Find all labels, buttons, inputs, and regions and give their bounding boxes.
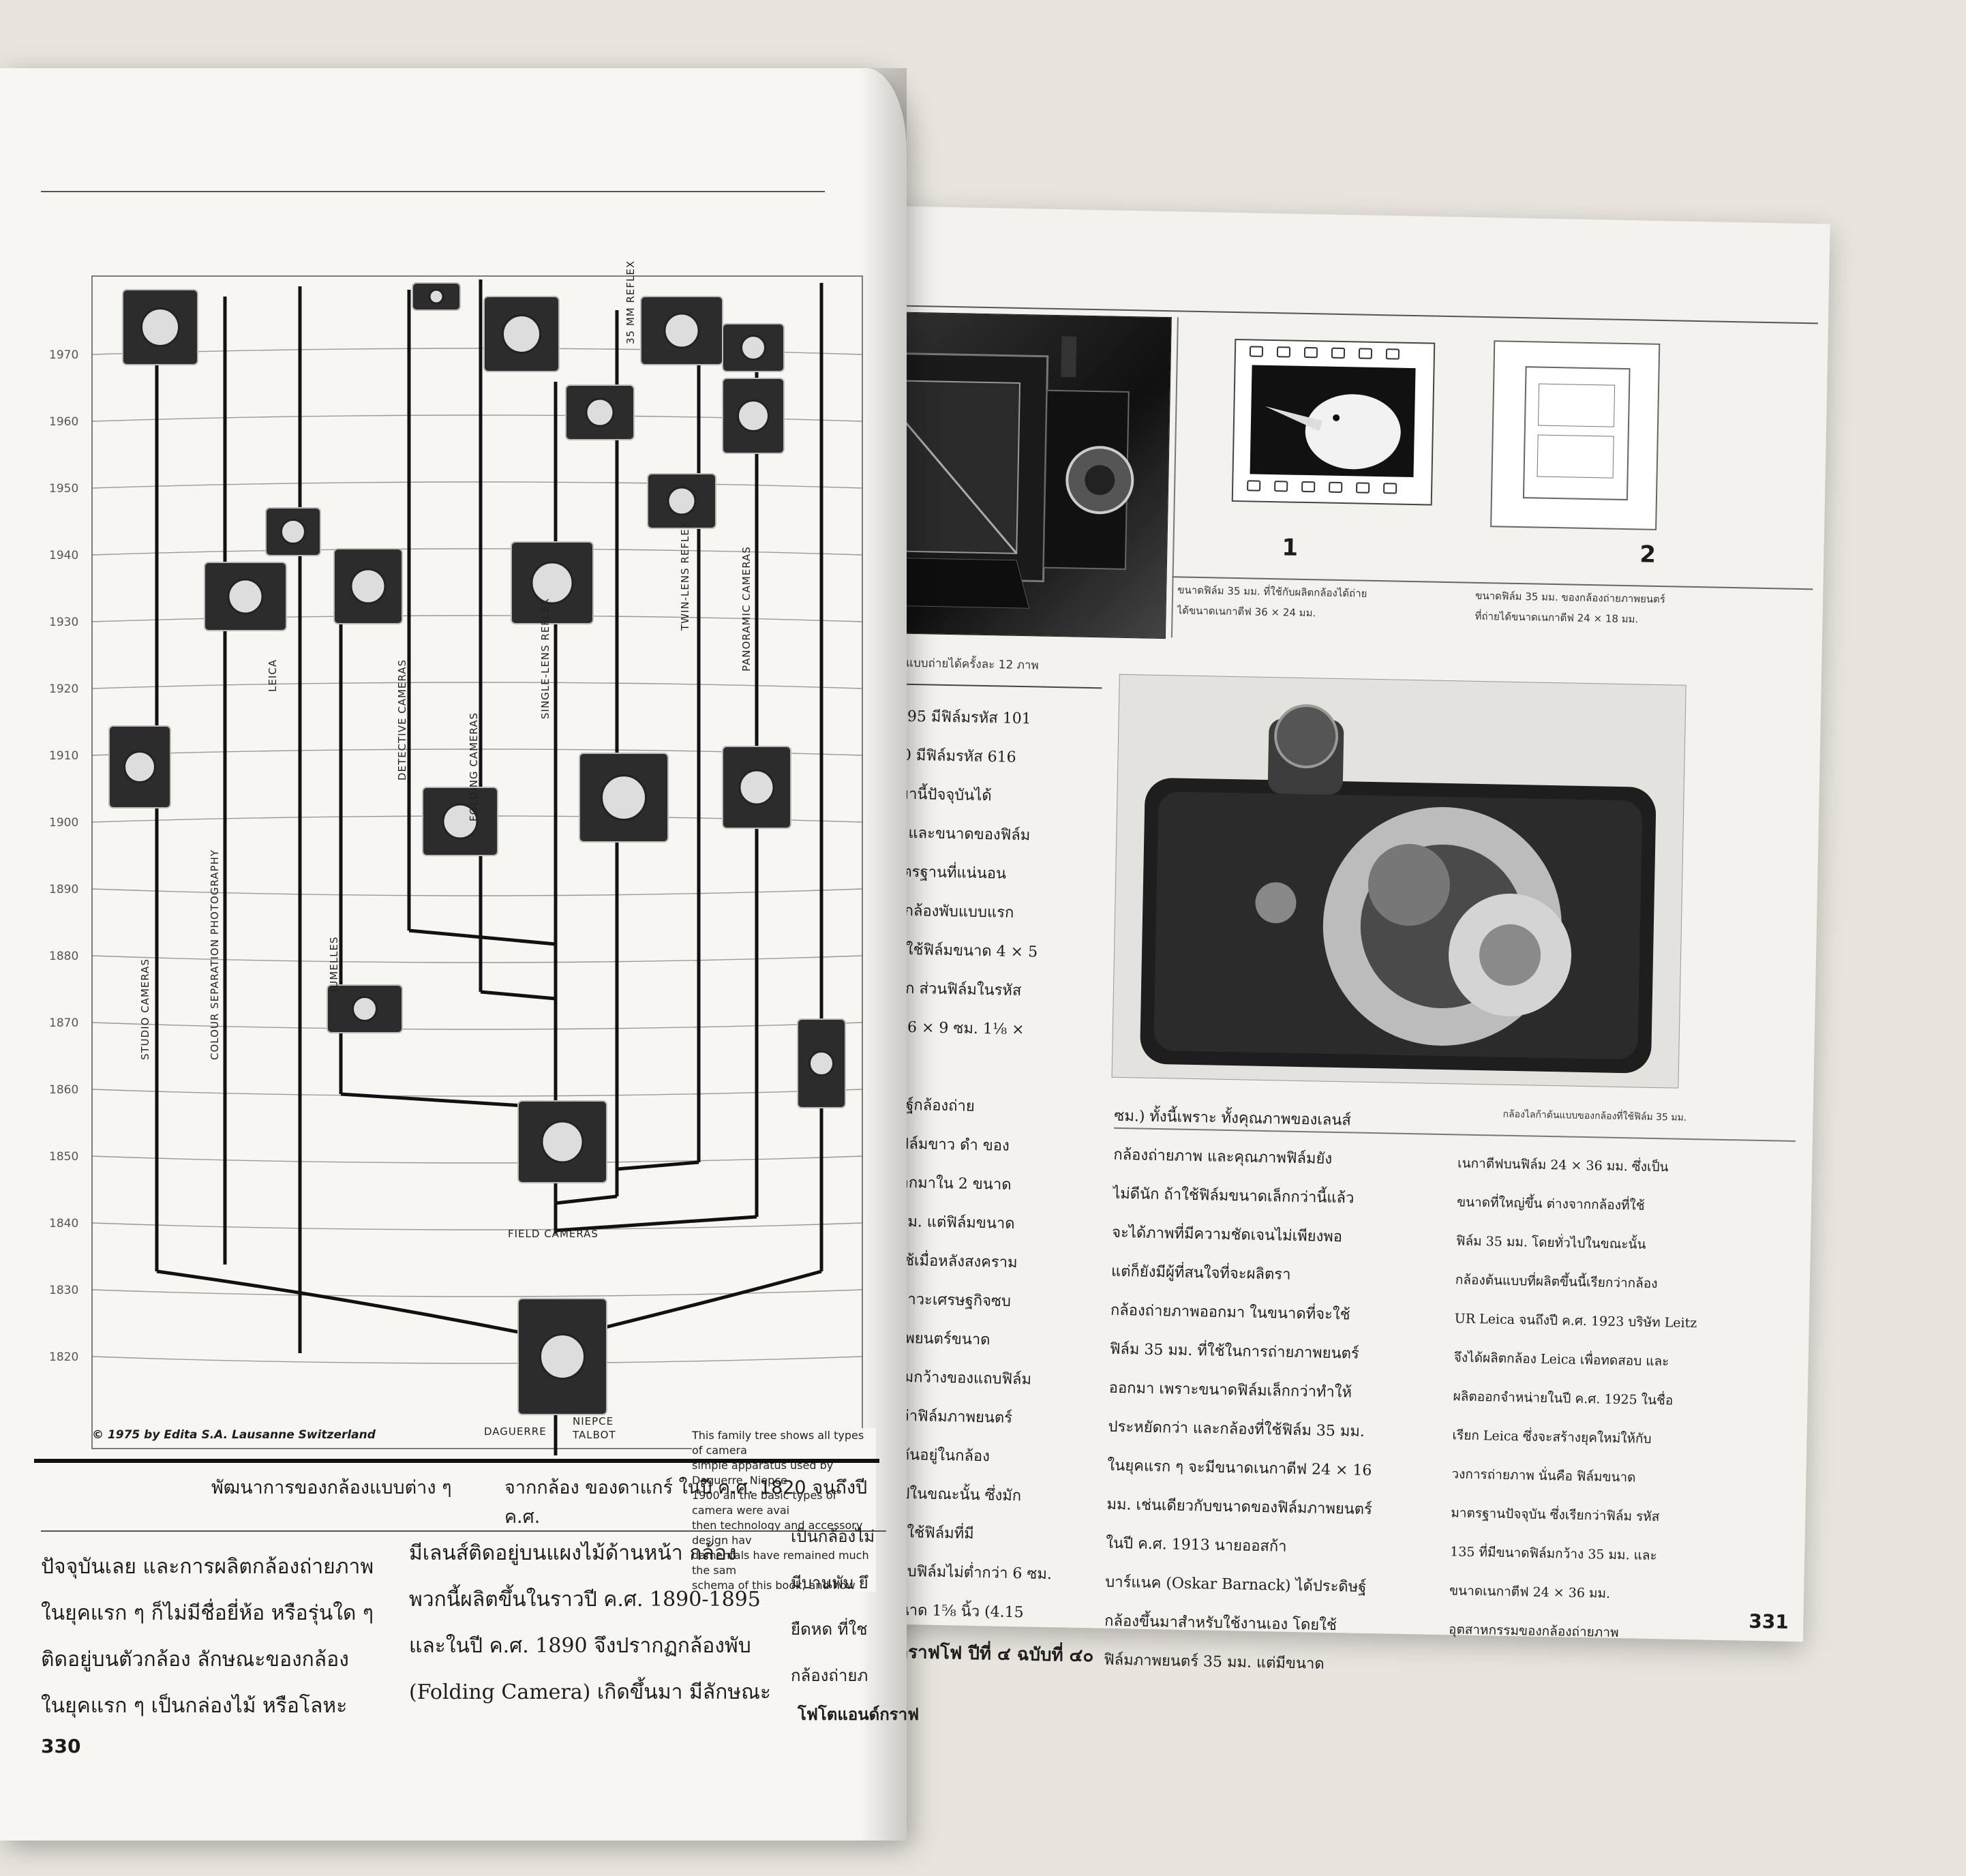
figure-caption-a: พัฒนาการของกล้องแบบต่าง ๆ — [211, 1477, 452, 1498]
branch-label: FOLDING CAMERAS — [468, 712, 480, 821]
branch-connector — [555, 1194, 618, 1205]
year-label: 1840 — [49, 1217, 78, 1230]
year-gridline — [91, 1089, 863, 1097]
figure-number-2: 2 — [1639, 541, 1657, 569]
year-label: 1870 — [49, 1016, 78, 1030]
left-page: 1970 1960 1950 1940 1930 1920 1910 1900 1890 1880… — [0, 68, 919, 1841]
camera-lens — [539, 1333, 586, 1380]
year-label: 1900 — [49, 816, 78, 830]
year-label: 1920 — [49, 682, 78, 696]
branch-label: SINGLE-LENS REFLEX — [539, 598, 551, 719]
camera-lens — [530, 561, 574, 605]
camera-lens — [140, 307, 180, 347]
branch-connector — [156, 1269, 822, 1342]
chart-frame — [91, 275, 863, 1449]
film-caption-1: ขนาดฟิล์ม 35 มม. ที่ใช้กับผลิตกล้องได้ถ่… — [1177, 584, 1367, 620]
bird-photo — [1250, 365, 1416, 478]
leica-drawing — [1140, 704, 1657, 1074]
branch-label: 35 MM REFLEX — [624, 260, 637, 344]
camera-lens — [280, 519, 306, 545]
camera-lens — [352, 996, 378, 1022]
english-caption: This family tree shows all types of came… — [692, 1428, 876, 1592]
branch-label: COLOUR SEPARATION PHOTOGRAPHY — [209, 849, 221, 1060]
branch-label: JUMELLES — [328, 936, 340, 993]
camera-lens — [585, 397, 615, 427]
year-gridline — [91, 1356, 863, 1364]
camera-lens — [601, 774, 647, 821]
daguerre-label: DAGUERRE — [484, 1425, 547, 1438]
right-text-column-3: เนกาตีฟบนฟิล์ม 24 × 36 มม. ซึ่งเป็นขนาดท… — [1448, 1155, 1697, 1641]
year-label: 1830 — [49, 1284, 78, 1297]
film-strip-2 — [1490, 340, 1661, 530]
left-text-column-2: มีเลนส์ติดอยู่บนแผงไม้ด้านหน้า กล้องพวกน… — [409, 1541, 772, 1704]
camera-lens — [740, 335, 766, 361]
year-label: 1820 — [49, 1350, 78, 1364]
branch-connector — [408, 928, 556, 946]
year-gridline — [91, 548, 863, 556]
year-label: 1890 — [49, 883, 78, 896]
figure-caption-b: จากกล้อง ของดาแกร์ ในปี ค.ศ. 1820 จนถึงป… — [504, 1477, 868, 1528]
camera-lens — [808, 1050, 834, 1076]
branch-label: PANORAMIC CAMERAS — [740, 546, 753, 671]
talbot-label: TALBOT — [572, 1429, 616, 1441]
camera-lens — [227, 578, 264, 615]
footer-left: โฟโตแอนด์กราฟ — [798, 1705, 920, 1724]
camera-lens — [738, 769, 775, 806]
camera-lens — [350, 568, 387, 605]
year-gridline — [91, 481, 863, 489]
camera-family-tree: 1970 1960 1950 1940 1930 1920 1910 1900 1890 1880… — [41, 208, 876, 1592]
branch-connector — [616, 1160, 699, 1171]
year-label: 1860 — [49, 1083, 78, 1097]
year-gridline — [91, 682, 863, 689]
year-gridline — [91, 1022, 863, 1030]
film-caption-2: ขนาดฟิล์ม 35 มม. ของกล้องถ่ายภาพยนตร์ที่… — [1474, 589, 1666, 626]
year-gridline — [91, 888, 863, 896]
right-page: 1 2 ขนาดฟิล์ม 35 มม. ที่ใช้กับผลิตกล้องไ… — [784, 205, 1830, 1673]
year-label: 1910 — [49, 749, 78, 763]
camera-lens — [737, 399, 770, 432]
year-label: 1960 — [49, 415, 78, 429]
branch-label: TWIN-LENS REFLEX — [679, 521, 691, 631]
branch-label: LEICA — [267, 659, 279, 692]
chart-bottom-rule — [34, 1459, 879, 1463]
year-label: 1970 — [49, 348, 78, 362]
caption-bottom-rule — [41, 1530, 886, 1532]
branch-connector — [555, 1215, 757, 1232]
left-text-column-3: เป็นกล้องไม่มีบานพับ ยึยืดหด ที่ใชกล้องถ… — [791, 1527, 875, 1685]
year-label: 1880 — [49, 950, 78, 963]
year-label: 1930 — [49, 616, 78, 629]
left-text-column-1: ปัจจุบันเลย และการผลิตกล้องถ่ายภาพในยุคแ… — [41, 1555, 374, 1718]
year-gridline — [91, 955, 863, 963]
figure-number-1: 1 — [1282, 534, 1299, 562]
camera-lens — [541, 1120, 584, 1164]
camera-lens — [428, 288, 444, 305]
year-label: 1950 — [49, 482, 78, 496]
right-text-column-2: ซม.) ทั้งนี้เพราะ ทั้งคุณภาพของเลนส์กล้อ… — [1103, 1107, 1373, 1673]
camera-lens — [502, 314, 541, 354]
page-number-right: 331 — [1749, 1609, 1789, 1633]
camera-lens — [442, 803, 479, 840]
year-gridline — [91, 1222, 863, 1230]
camera-lens — [663, 312, 700, 349]
page-number-left: 330 — [41, 1735, 81, 1757]
camera-lens — [667, 486, 697, 516]
family-tree-svg: 1970 1960 1950 1940 1930 1920 1910 1900 1890 1880… — [49, 260, 863, 1455]
field-cameras-label: FIELD CAMERAS — [508, 1228, 599, 1240]
leica-caption: กล้องไลก้าต้นแบบของกล้องที่ใช้ฟิล์ม 35 ม… — [1502, 1108, 1687, 1123]
niepce-label: NIEPCE — [573, 1415, 614, 1427]
year-gridline — [91, 1155, 863, 1164]
top-rule-left — [41, 191, 825, 192]
film-strip-1 — [1231, 338, 1436, 506]
year-label: 1850 — [49, 1150, 78, 1164]
branch-label: STUDIO CAMERAS — [139, 958, 151, 1060]
year-gridline — [91, 1289, 863, 1297]
year-label: 1940 — [49, 549, 78, 562]
copyright-notice: © 1975 by Edita S.A. Lausanne Switzerlan… — [92, 1428, 376, 1442]
leica-photo — [1111, 674, 1687, 1089]
branch-label: DETECTIVE CAMERAS — [396, 659, 408, 781]
branch-connector — [480, 990, 556, 1001]
camera-lens — [123, 751, 156, 783]
